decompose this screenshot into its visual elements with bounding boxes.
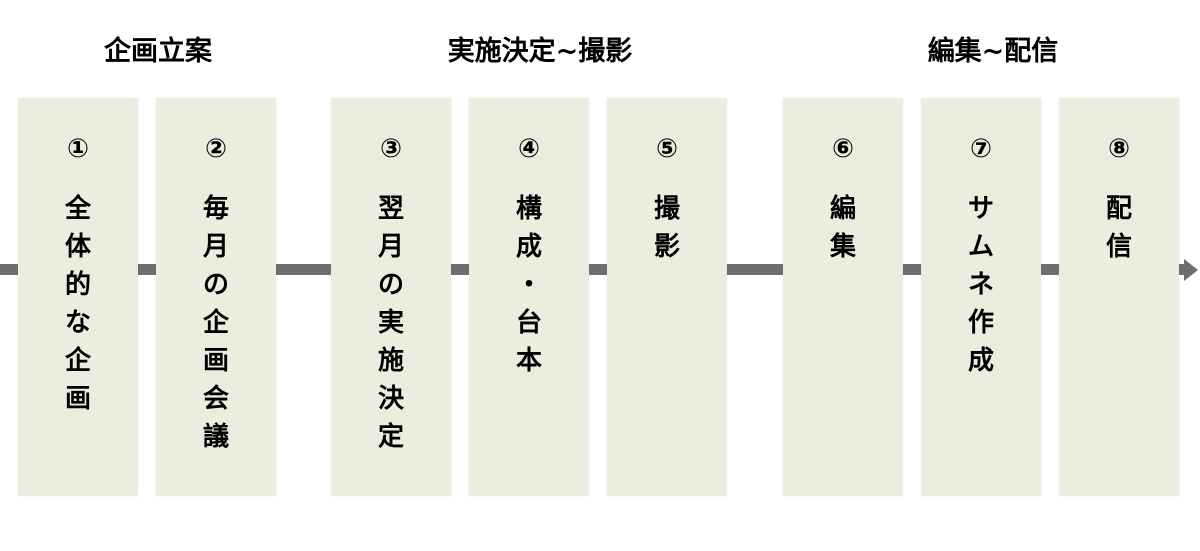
step-label-char: 成 [967, 346, 994, 376]
step-box-8: ⑧ 配信 [1059, 98, 1179, 496]
step-label-char: ・ [515, 270, 542, 300]
step-number: ⑧ [1107, 134, 1130, 164]
phase-title-execution: 実施決定~撮影 [447, 36, 633, 67]
step-number: ⑦ [969, 134, 992, 164]
step-box-4: ④ 構成・台本 [469, 98, 589, 496]
step-box-1: ① 全体的な企画 [18, 98, 138, 496]
step-label: 毎月の企画会議 [156, 190, 276, 456]
step-label: 撮影 [607, 190, 727, 266]
step-label: 構成・台本 [469, 190, 589, 380]
step-label-char: 画 [202, 346, 229, 376]
step-label-char: 的 [64, 270, 91, 300]
step-label-char: サ [967, 194, 994, 224]
step-label-char: 画 [64, 384, 91, 414]
step-label-char: な [64, 308, 91, 338]
step-label-char: の [377, 270, 404, 300]
step-label-char: 本 [515, 346, 542, 376]
step-label-char: 体 [64, 232, 91, 262]
phase-title-distribution: 編集~配信 [927, 36, 1059, 67]
step-number: ⑥ [831, 134, 854, 164]
step-label: 全体的な企画 [18, 190, 138, 418]
step-label-char: 決 [377, 384, 404, 414]
step-number: ③ [379, 134, 402, 164]
step-box-2: ② 毎月の企画会議 [156, 98, 276, 496]
phase-title-planning: 企画立案 [104, 36, 212, 67]
step-label: 編集 [783, 190, 903, 266]
step-label-char: 毎 [202, 194, 229, 224]
step-label-char: 月 [377, 232, 404, 262]
step-box-7: ⑦ サムネ作成 [921, 98, 1041, 496]
step-box-3: ③ 翌月の実施決定 [331, 98, 451, 496]
step-number: ② [204, 134, 227, 164]
step-label-char: 定 [377, 422, 404, 452]
step-label-char: 編 [829, 194, 856, 224]
step-label-char: 企 [64, 346, 91, 376]
step-label-char: 施 [377, 346, 404, 376]
step-label-char: 実 [377, 308, 404, 338]
step-label-char: 月 [202, 232, 229, 262]
step-number: ④ [517, 134, 540, 164]
timeline-arrow-line [0, 264, 1186, 275]
step-label-char: 配 [1105, 194, 1132, 224]
step-label: 配信 [1059, 190, 1179, 266]
step-box-5: ⑤ 撮影 [607, 98, 727, 496]
step-box-6: ⑥ 編集 [783, 98, 903, 496]
step-label-char: 信 [1105, 232, 1132, 262]
step-label: サムネ作成 [921, 190, 1041, 380]
step-label-char: 議 [202, 422, 229, 452]
step-label-char: 台 [515, 308, 542, 338]
step-label: 翌月の実施決定 [331, 190, 451, 456]
step-label-char: 撮 [653, 194, 680, 224]
step-label-char: ム [967, 232, 994, 262]
step-number: ⑤ [655, 134, 678, 164]
step-label-char: 全 [64, 194, 91, 224]
step-label-char: 作 [967, 308, 994, 338]
step-label-char: 構 [515, 194, 542, 224]
step-label-char: 翌 [377, 194, 404, 224]
arrow-head-icon [1184, 259, 1198, 281]
step-label-char: 会 [202, 384, 229, 414]
step-label-char: 集 [829, 232, 856, 262]
step-label-char: ネ [967, 270, 994, 300]
step-label-char: 成 [515, 232, 542, 262]
step-label-char: の [202, 270, 229, 300]
step-label-char: 企 [202, 308, 229, 338]
step-number: ① [66, 134, 89, 164]
step-label-char: 影 [653, 232, 680, 262]
